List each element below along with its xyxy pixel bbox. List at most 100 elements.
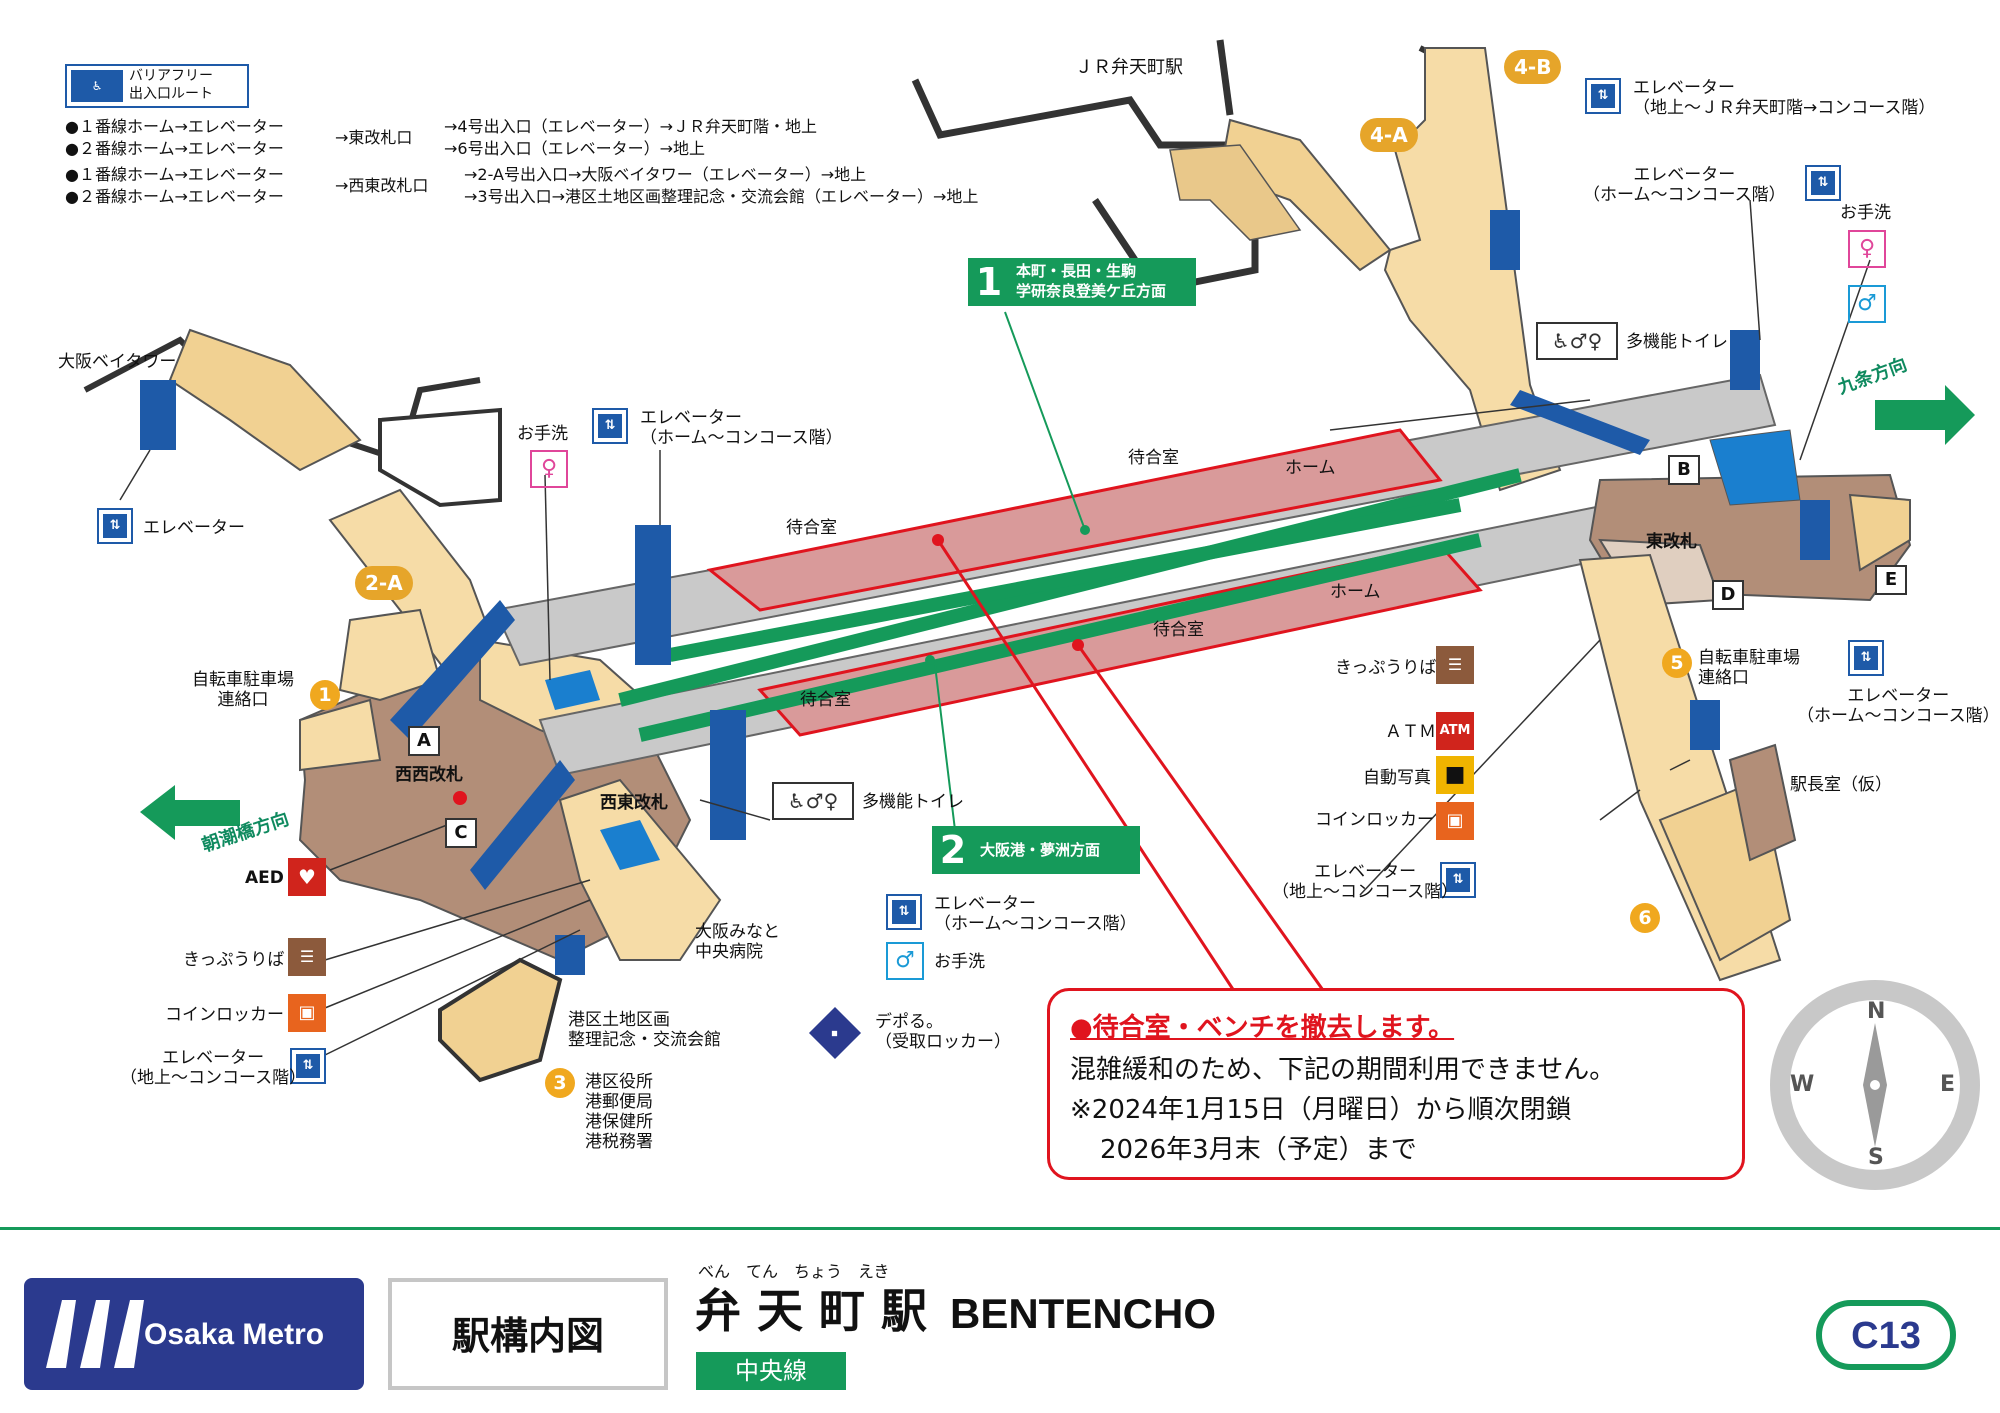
line2-platform-sign: 2 大阪港・夢洲方面 [932,826,1140,874]
brand-name: Osaka Metro [144,1318,325,1351]
notice-line: ※2024年1月15日（月曜日）から順次閉鎖 [1070,1095,1572,1125]
elevator-shaft [140,380,176,450]
bike-parking-label: 自転車駐車場 連絡口 [192,670,294,710]
gate-letter-a: A [408,726,440,756]
elevator-shaft [635,525,671,665]
station-master-label: 駅長室（仮） [1790,775,1892,795]
multi-toilet-icon: ♿♂♀ [772,782,854,820]
east-stairs [1848,493,1911,572]
elevator-icon: ⇅ [886,894,922,930]
map-title: 駅構内図 [451,1314,604,1358]
hospital-label: 大阪みなと 中央病院 [695,922,780,962]
exit-badge-5: 5 [1662,648,1692,678]
station-master-room [1728,743,1797,862]
waiting-room-label: 待合室 [1128,448,1179,468]
exit-1-corridor [299,698,382,772]
station-ruby: べん てん ちょう えき [698,1262,890,1281]
waiting-room-label: 待合室 [786,518,837,538]
elevator-label: エレベーター （地上～コンコース階） [1272,862,1459,902]
gate-letter-d: D [1712,580,1744,610]
south-corridor [558,778,722,961]
ticket-machine-icon: ☰ [1436,646,1474,684]
elevator-shaft [555,935,585,975]
elevator-shaft [1800,500,1830,560]
elevator-icon: ⇅ [97,508,133,544]
compass-e: E [1940,1072,1956,1097]
accessibility-icon: ♿ [71,70,123,102]
elevator-label: エレベーター （ホーム～コンコース階） [1797,686,2000,726]
notice-line: 2026年3月末（予定）まで [1100,1135,1417,1165]
exit-badge-4a: 4-A [1360,118,1418,152]
gate-west-west: 西西改札 [395,765,463,785]
atm-icon: ATM [1436,712,1474,750]
waiting-lower [757,543,1483,737]
photo-label: 自動写真 [1363,768,1431,788]
waiting-room-label: 待合室 [1153,620,1204,640]
gate-west-east: 西東改札 [600,793,668,813]
ticket-machine-icon: ☰ [288,938,326,976]
notice-heading: ●待合室・ベンチを撤去します。 [1070,1013,1455,1043]
line-name: 中央線 [735,1357,807,1385]
route-row: →4号出入口（エレベーター）→ＪＲ弁天町階・地上 [444,117,817,136]
waiting-room-label: 待合室 [800,690,851,710]
route-row: →3号出入口→港区土地区画整理記念・交流会館（エレベーター）→地上 [464,187,979,206]
station-name-jp: 弁 天 町 駅 [695,1284,928,1338]
station-name-en: BENTENCHO [950,1290,1217,1337]
gate-area-blue [545,670,600,710]
locker-label: コインロッカー [1315,810,1434,830]
alert-leader [1076,644,1332,1001]
route-row: →6号出入口（エレベーター）→地上 [444,139,705,158]
footer-divider [0,1227,2000,1230]
elevator-icon: ⇅ [290,1048,326,1084]
exit-badge-2a: 2-A [355,566,413,600]
elevator-icon: ⇅ [1585,78,1621,114]
gate-area-blue [600,820,660,870]
elevator-label: エレベーター [143,518,245,538]
gate-letter-c: C [445,818,477,848]
alert-dot [1072,639,1084,651]
route-row: ●１番線ホーム→エレベーター [65,117,284,136]
toilet-man-icon: ♂ [886,942,924,980]
line1-destination: 本町・長田・生駒 学研奈良登美ケ丘方面 [1016,262,1167,300]
line2-destination: 大阪港・夢洲方面 [980,841,1101,859]
toilet-man-icon: ♂ [1848,285,1886,323]
accessibility-legend: ♿ バリアフリー 出入口ルート [65,64,249,108]
locker-icon: ▣ [1436,802,1474,840]
gate-letter-b: B [1668,455,1700,485]
compass-s: S [1868,1145,1884,1170]
line2-number: 2 [939,828,967,872]
station-code: C13 [1851,1315,1921,1357]
alert-dot [932,534,944,546]
track [668,498,1462,662]
elevator-label: エレベーター （ホーム～コンコース階） [640,408,843,448]
west-exit-stairs [338,608,442,702]
elevator-shaft [1730,330,1760,390]
arrow-east [1875,385,1975,445]
elevator-label: エレベーター （地上～コンコース階） [120,1048,307,1088]
escalator [1510,390,1650,455]
elevator-shaft [710,710,746,840]
photo-booth-icon: ■ [1436,756,1474,794]
platform-label-lower: ホーム [1330,582,1381,602]
exit-badge-6: 6 [1630,903,1660,933]
track [618,468,1522,707]
multi-toilet-icon: ♿♂♀ [1536,322,1618,360]
waiting-upper [706,428,1443,612]
ward-office-label: 港区役所 港郵便局 港保健所 港税務署 [585,1072,653,1152]
multi-toilet-label: 多機能トイレ [1626,332,1728,352]
aed-label: AED [245,868,284,888]
elevator-icon: ⇅ [1440,862,1476,898]
toilet-woman-icon: ♀ [530,450,568,488]
aed-dot [453,791,467,805]
notice-box: ●待合室・ベンチを撤去します。 混雑緩和のため、下記の期間利用できません。 ※2… [1047,988,1745,1180]
station-code-badge: C13 [1816,1300,1956,1370]
exit-3-stairs [438,957,563,1083]
bike-parking-label: 自転車駐車場 連絡口 [1698,648,1800,688]
west-stairs [168,328,362,472]
arrow-west [140,785,240,840]
osaka-metro-logo: Osaka Metro [24,1278,364,1390]
line-name-badge: 中央線 [696,1352,846,1390]
toilet-label: お手洗 [517,424,568,444]
escalator [390,600,515,740]
locker-label: コインロッカー [165,1005,284,1025]
